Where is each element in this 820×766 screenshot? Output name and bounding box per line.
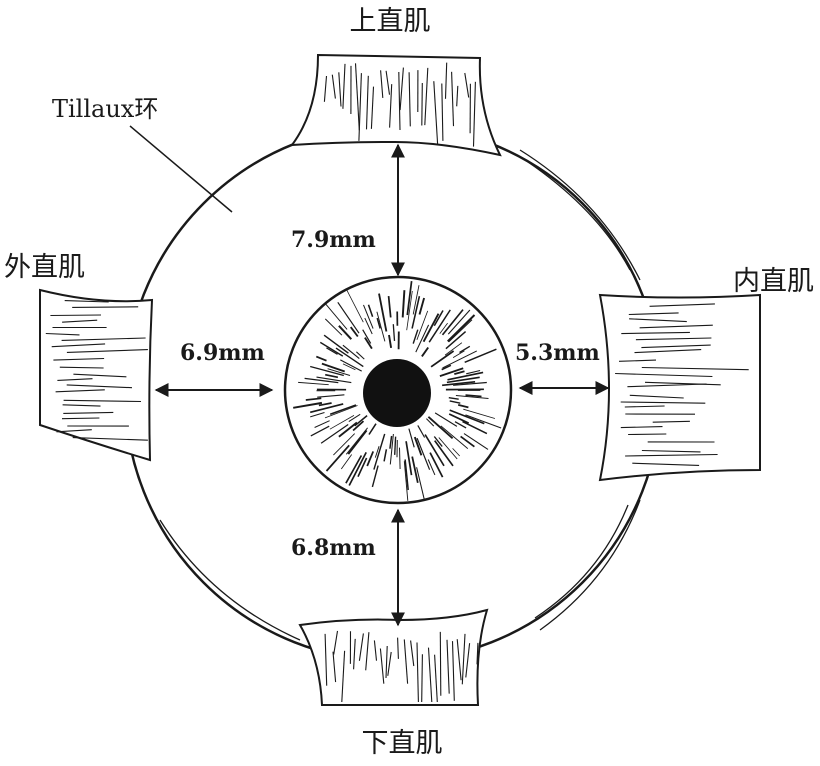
- medial-rectus-label: 内直肌: [733, 266, 814, 297]
- lateral-distance-label: 6.9mm: [180, 340, 265, 366]
- superior-distance-label: 7.9mm: [291, 227, 376, 253]
- iris: [285, 277, 511, 503]
- lateral-rectus-muscle: [40, 290, 152, 460]
- medial-rectus-muscle: [600, 295, 760, 480]
- superior-rectus-muscle: [292, 55, 500, 155]
- inferior-rectus-muscle: [300, 610, 487, 705]
- inferior-distance-label: 6.8mm: [291, 535, 376, 561]
- pupil: [363, 359, 431, 427]
- tillaux-ring-label: Tillaux环: [52, 95, 158, 123]
- tillaux-leader-line: [130, 126, 232, 212]
- superior-rectus-label: 上直肌: [350, 6, 431, 37]
- lateral-rectus-label: 外直肌: [4, 252, 85, 283]
- medial-distance-label: 5.3mm: [515, 340, 600, 366]
- inferior-rectus-label: 下直肌: [362, 728, 443, 759]
